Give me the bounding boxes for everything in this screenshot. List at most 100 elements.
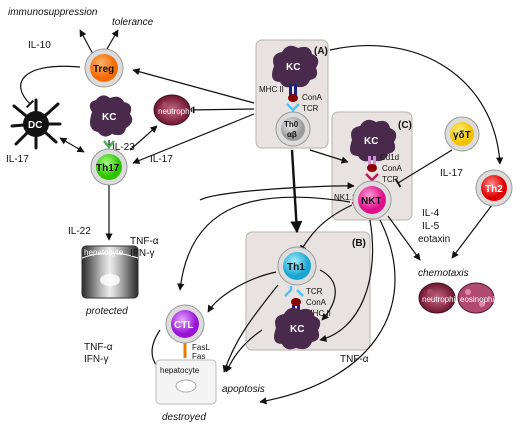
nk11-label: NK1.1 [334,193,357,202]
arrow-kc-hepatocyte [225,329,263,373]
panel-b-label: (B) [352,238,366,249]
label-eotaxin: eotaxin [418,234,450,245]
inhibit-treg-dc [20,65,81,109]
label-ifng-1: IFN-γ [130,248,154,259]
hepatocyte-destroyed: hepatocyte [155,359,217,405]
cona-c-label: ConA [382,164,403,173]
th17-cell: Th17 [90,148,128,186]
label-tolerance: tolerance [112,17,154,28]
hepatocyte-destroyed-label: hepatocyte [160,366,200,375]
mhc2-b-label: MHC II [306,309,331,318]
ctl-cell: CTL [165,304,205,344]
tcr-c-label: TCR [382,175,399,184]
label-tnfa-1: TNF-α [130,236,159,247]
eosinophil-cell: eosinophil [457,282,496,314]
label-fas: Fas [192,352,205,361]
nkt-label: NKT [361,196,382,207]
tcr-a-label: TCR [302,104,319,113]
kc-c-label: KC [364,136,378,147]
arrow-th2-chemotaxis [451,204,493,259]
arrow-th17-neutrophil [129,125,158,151]
treg-label: Treg [93,64,114,75]
kc-b-label: KC [290,324,304,335]
th17-label: Th17 [96,163,120,174]
cd1d-label: Cd1d [380,153,399,162]
arrow-a-th17 [132,113,255,164]
connector-lines [20,29,504,405]
mhc2-a-bar1 [289,84,292,100]
nkt-cell: NKT [352,180,392,220]
eosinophil-label: eosinophil [460,295,496,304]
neutrophil-bottom: neutrophil [418,282,457,314]
label-protected: protected [85,306,128,317]
neutrophil-top: neutrophil [153,94,193,126]
inhibit-gdt-nkt [394,149,453,188]
gdt-cell: γδT [444,116,480,152]
th2-cell: Th2 [475,169,513,207]
label-il4: IL-4 [422,208,440,219]
gdt-label: γδT [453,130,471,141]
ctl-label: CTL [174,320,193,331]
arrow-treg-immunosuppression [79,29,95,57]
cd1d-bar2 [373,156,376,170]
label-il17-gdt: IL-17 [440,168,463,179]
dc-label: DC [28,120,42,131]
th0-label-2: αβ [287,130,297,139]
tcr-b-icon [284,286,304,297]
kc-left-label: KC [102,112,116,123]
panel-c-label: (C) [398,120,412,131]
mhc2-a-label: MHC II [259,85,284,94]
arrow-a-treg [132,68,255,104]
panel-a-label: (A) [314,46,328,57]
kc-cell-b: KC [274,307,321,350]
label-destroyed: destroyed [162,412,206,423]
label-il23: IL-23 [112,142,135,153]
hepatocyte-protected: hepatocyte [81,245,139,299]
il23-receptor-icon [103,140,115,149]
label-tnfa-2: TNF-α [84,342,113,353]
neutrophil-bottom-label: neutrophil [422,295,457,304]
kc-a-label: KC [286,62,300,73]
cona-a-label: ConA [302,93,323,102]
label-immunosuppression: immunosuppression [8,7,98,18]
label-il5: IL-5 [422,221,440,232]
arrow-a-th1 [290,149,303,234]
label-chemotaxis: chemotaxis [418,268,469,279]
th0-label-1: Th0 [284,120,299,129]
arrow-a-nkt [309,149,349,164]
arrow-nkt-kc [319,219,374,342]
kc-cell-c: KC [350,119,397,162]
treg-cell: Treg [84,48,124,88]
cd1d-bar1 [368,156,371,170]
cona-c-icon [367,164,377,172]
th1-label: Th1 [287,262,305,273]
arrow-th1-ctl [207,271,277,313]
label-ifng-2: IFN-γ [84,354,108,365]
arrow-a-neutrophil [187,106,255,114]
label-il17-dc: IL-17 [6,154,29,165]
arrow-th1-hepatocyte [222,284,279,373]
neutrophil-top-label: neutrophil [158,107,193,116]
label-apoptosis: apoptosis [222,384,265,395]
dc-cell: DC [10,98,62,150]
th2-label: Th2 [485,184,503,195]
kc-cell-left: KC [89,95,133,137]
arrow-nkt-ctl [177,196,351,291]
arrow-a-th2 [329,45,504,165]
label-il17-th17: IL-17 [150,154,173,165]
cona-b-label: ConA [306,298,327,307]
arrow-nkt-destroyed [259,219,396,405]
hepatocyte-protected-label: hepatocyte [84,248,124,257]
arrow-nkt-chemotaxis [387,215,421,261]
label-tnfa-3: TNF-α [340,354,369,365]
mhc2-a-bar2 [294,84,297,100]
arrow-th1-kc-loop [319,269,336,321]
th1-cell: Th1 [277,246,317,286]
th0-cell: Th0 αβ [275,111,311,147]
cona-a-icon [288,94,298,102]
label-il22: IL-22 [68,226,91,237]
arrow-dc-th17 [59,137,85,153]
cona-b-icon [291,298,301,306]
label-fasl: FasL [192,343,210,352]
